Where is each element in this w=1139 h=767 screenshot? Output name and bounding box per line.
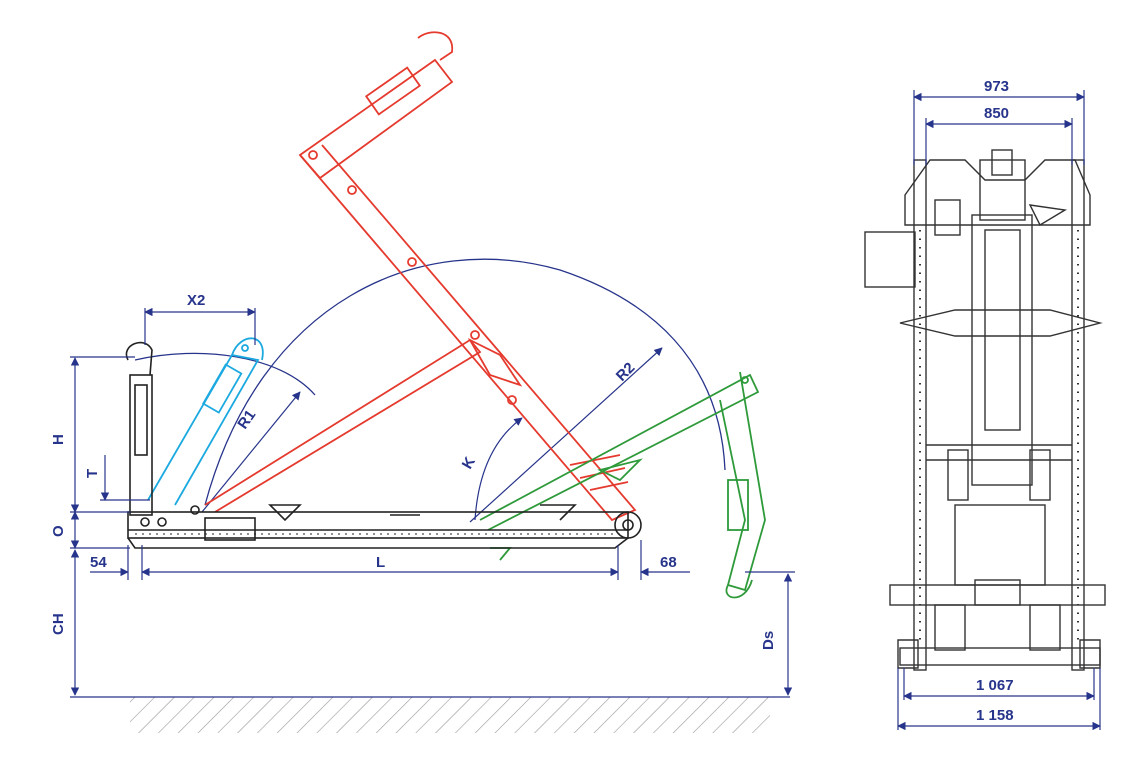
dim-label-ds: Ds	[760, 631, 777, 650]
dim-label-l: L	[376, 554, 385, 571]
dimension-lines-rear	[897, 90, 1101, 731]
ground-hatch	[130, 697, 770, 733]
dim-label-x2: X2	[187, 292, 205, 309]
chassis-frame	[125, 341, 642, 549]
arm-cyan-partial	[147, 337, 264, 506]
dimension-lines-side	[70, 307, 795, 698]
r1-radius-line	[201, 391, 301, 513]
dim-label-ch: CH	[50, 613, 67, 635]
r1-reach-arc	[134, 352, 316, 396]
dim-label-r2: R2	[613, 359, 639, 385]
dim-label-1067: 1 067	[976, 677, 1014, 694]
dim-label-850: 850	[984, 105, 1009, 122]
rear-view: 973 850 1 067 1 158	[864, 78, 1106, 731]
k-angle-arc	[474, 417, 523, 521]
dim-label-973: 973	[984, 78, 1009, 95]
rear-frame-structure	[864, 149, 1106, 671]
dim-label-h: H	[50, 434, 67, 445]
r2-radius-line	[469, 347, 663, 523]
r2-reach-arc	[204, 258, 726, 506]
dim-label-t: T	[84, 469, 101, 478]
dim-label-k: K	[459, 454, 479, 472]
dim-label-68: 68	[660, 554, 677, 571]
side-view: X2 H T O R1 R2 K L 54 68 CH Ds	[50, 31, 795, 733]
dim-label-o: O	[50, 525, 67, 537]
arm-red-raised	[204, 31, 637, 522]
arm-green-tipping	[479, 371, 766, 599]
dim-label-54: 54	[90, 554, 107, 571]
dim-label-r1: R1	[234, 407, 259, 432]
dim-label-1158: 1 158	[976, 707, 1014, 724]
